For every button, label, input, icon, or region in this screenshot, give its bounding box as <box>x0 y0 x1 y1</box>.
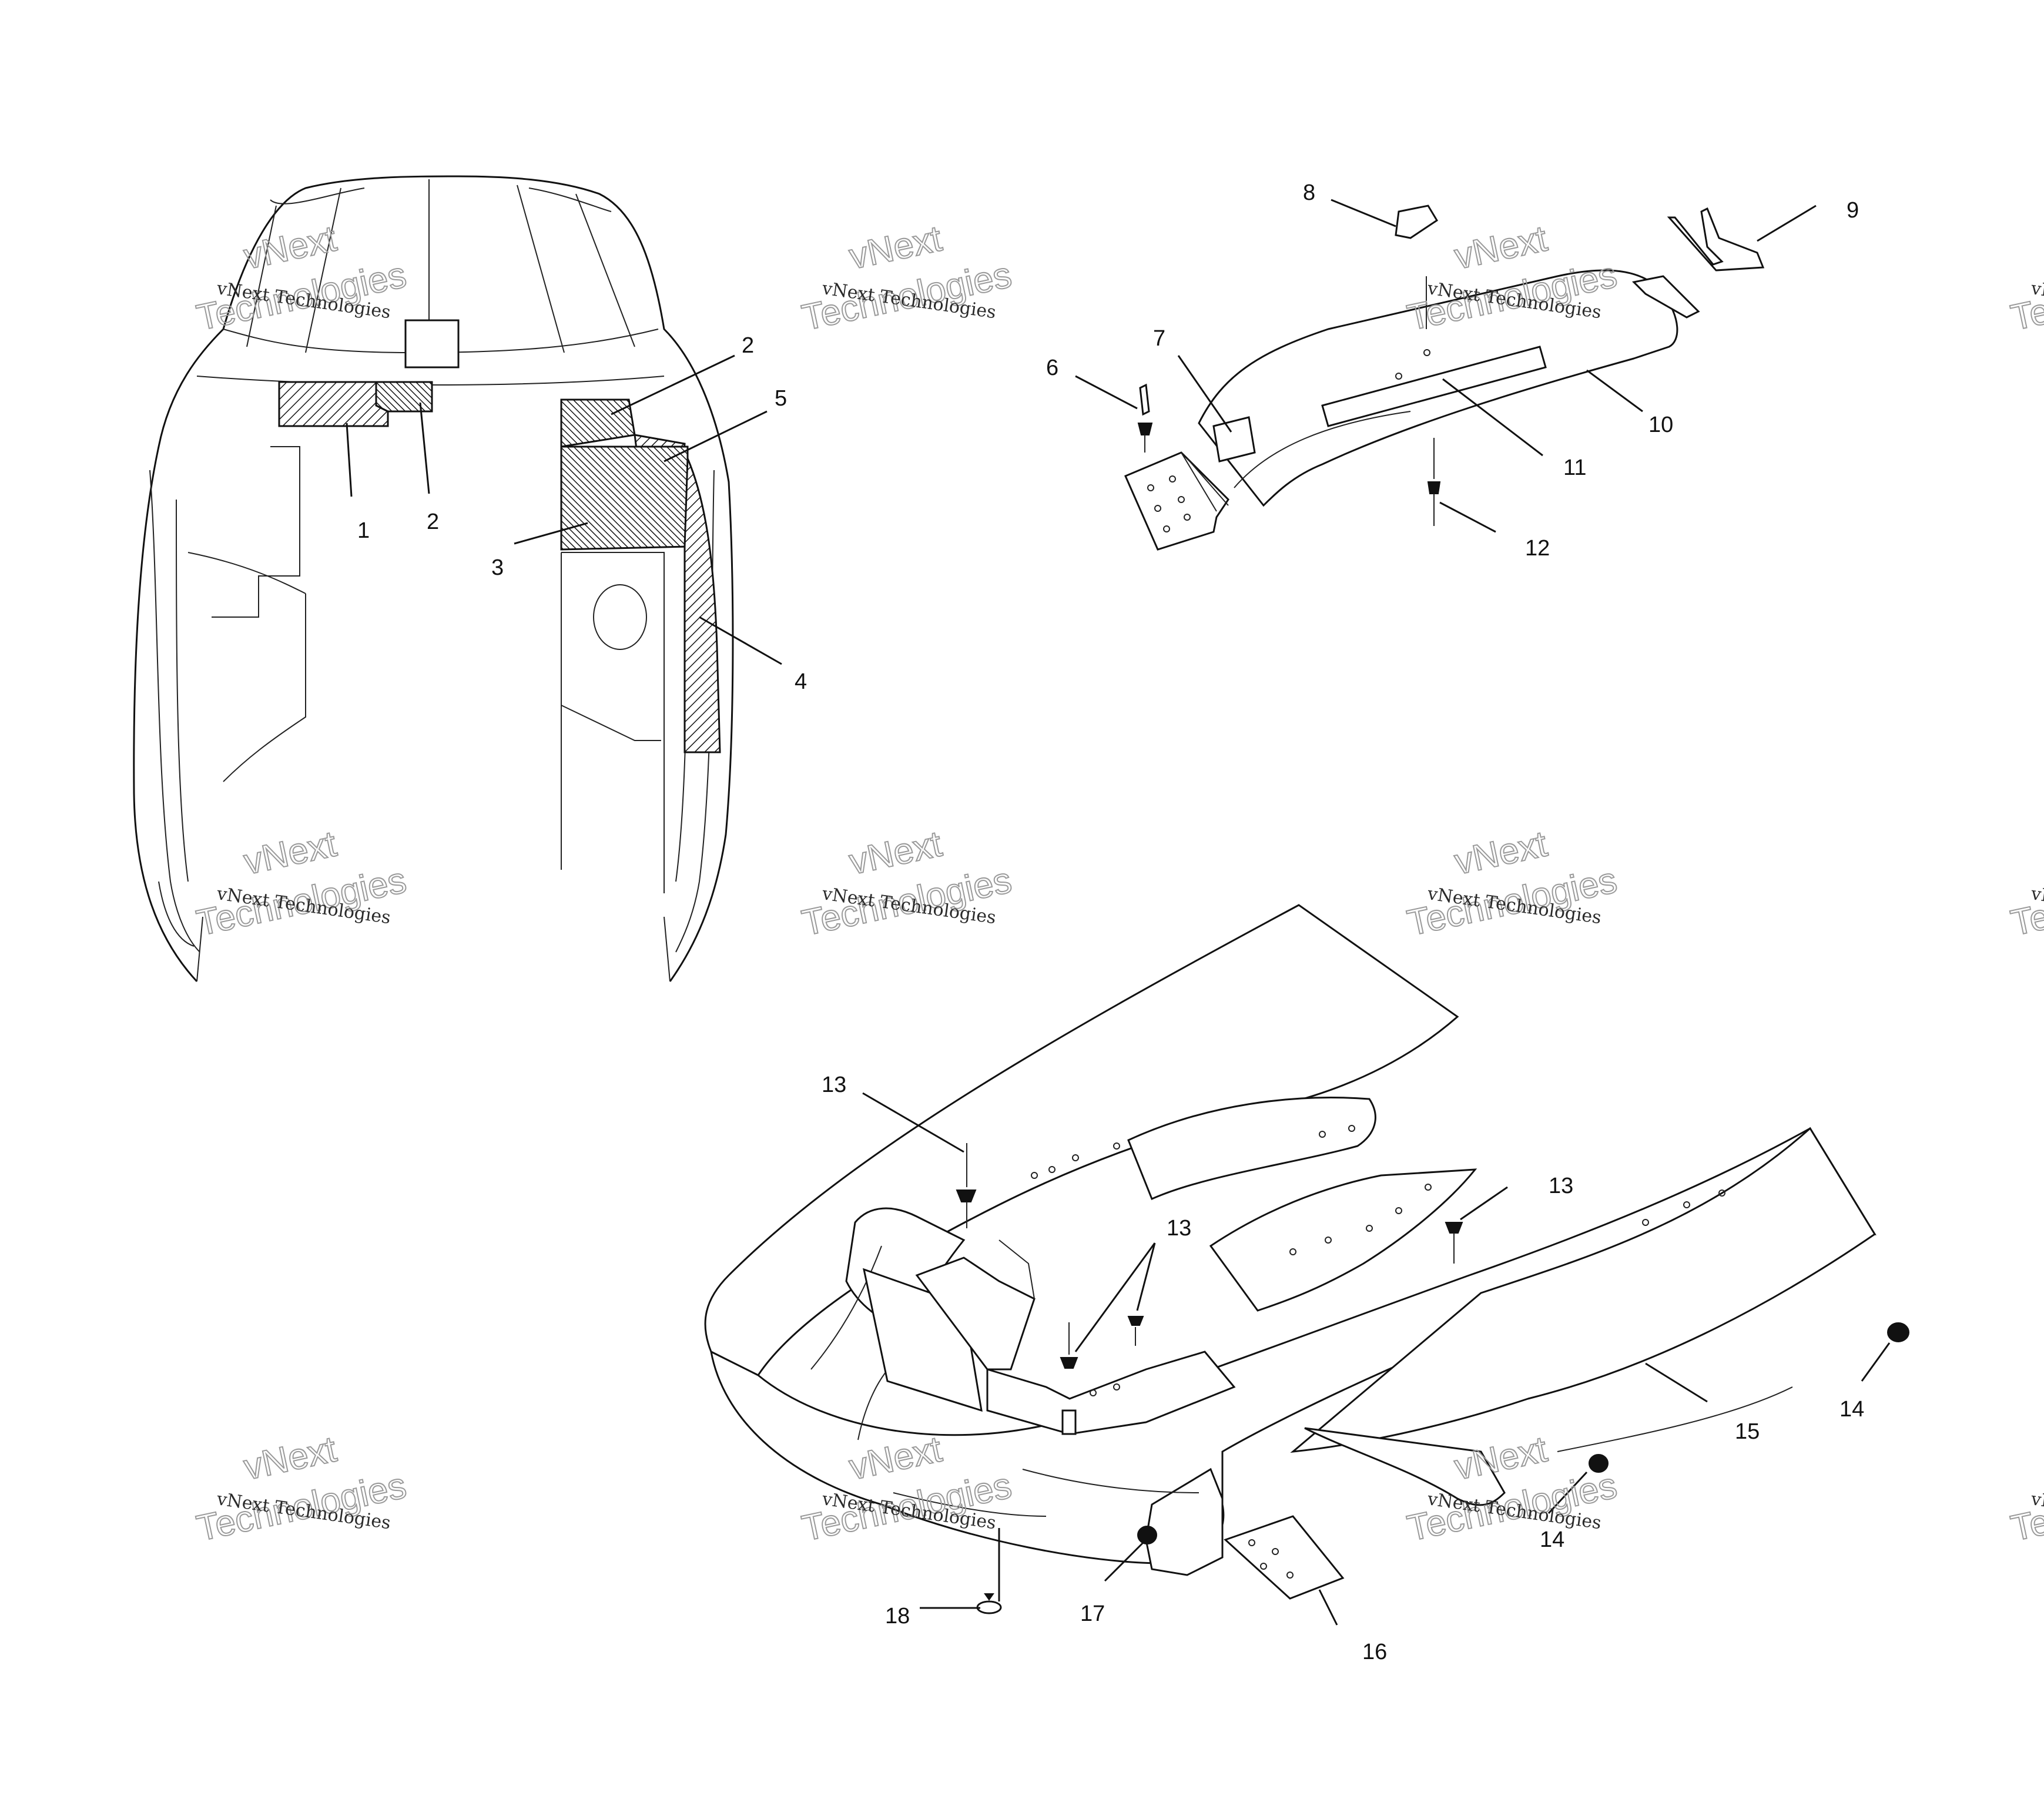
part-1-decal <box>278 381 389 427</box>
svg-text:vNext: vNext <box>240 218 340 277</box>
svg-text:vNext: vNext <box>1451 218 1550 277</box>
callout-2: 2 <box>742 333 754 358</box>
callout-6: 6 <box>1046 356 1058 380</box>
svg-text:vNext: vNext <box>846 218 945 277</box>
part-2-decal-right <box>560 398 636 448</box>
svg-text:vNext: vNext <box>1451 823 1550 882</box>
watermark: Technologies vNext Technologies <box>2007 1465 2044 1550</box>
callout-17: 17 <box>1080 1601 1105 1626</box>
nose-pan-assembly <box>704 904 1909 1626</box>
part-2-decal-left <box>375 381 433 413</box>
callout-8: 8 <box>1303 180 1315 205</box>
callout-9: 9 <box>1847 198 1859 223</box>
watermark: vNext Technologies vNext Technologies <box>193 1428 410 1549</box>
callout-11: 11 <box>1563 455 1586 480</box>
watermarks: vNext Technologies vNext Technologies vN… <box>193 217 2044 1550</box>
part-4-decal <box>683 458 721 753</box>
callout-15: 15 <box>1735 1419 1760 1444</box>
callout-16: 16 <box>1362 1640 1387 1664</box>
callout-12: 12 <box>1525 536 1550 561</box>
watermark: vNext Technologies vNext Technologies <box>1403 823 1621 944</box>
part-3-decal <box>560 445 689 551</box>
watermark: Technologies vNext Technologies <box>2007 859 2044 944</box>
callout-13: 13 <box>822 1073 846 1097</box>
callout-18: 18 <box>885 1604 910 1629</box>
svg-text:vNext: vNext <box>240 1429 340 1487</box>
watermark: Technologies vNext Technologies <box>2007 254 2044 339</box>
callout-2: 2 <box>427 510 439 534</box>
watermark: vNext Technologies vNext Technologies <box>798 217 1016 339</box>
svg-text:vNext: vNext <box>240 823 340 882</box>
callout-10: 10 <box>1648 413 1673 437</box>
svg-text:vNext: vNext <box>846 823 945 882</box>
callout-4: 4 <box>795 669 807 694</box>
callout-labels: 1 2 2 3 4 5 6 7 8 9 10 11 12 13 13 13 14… <box>357 180 1864 1664</box>
watermark: vNext Technologies vNext Technologies <box>193 217 410 339</box>
watermark: vNext Technologies vNext Technologies <box>193 823 410 944</box>
callout-13: 13 <box>1167 1216 1191 1241</box>
callout-5: 5 <box>775 386 787 411</box>
panel-assembly <box>1075 199 1817 551</box>
callout-7: 7 <box>1153 326 1165 351</box>
callout-3: 3 <box>491 555 504 580</box>
svg-text:vNext: vNext <box>1451 1429 1550 1487</box>
callout-14: 14 <box>1839 1397 1864 1422</box>
watermark: vNext Technologies vNext Technologies <box>798 823 1016 944</box>
callout-13: 13 <box>1549 1174 1573 1198</box>
callout-1: 1 <box>357 518 370 543</box>
callout-14: 14 <box>1540 1527 1564 1552</box>
hood-assembly <box>133 175 782 983</box>
